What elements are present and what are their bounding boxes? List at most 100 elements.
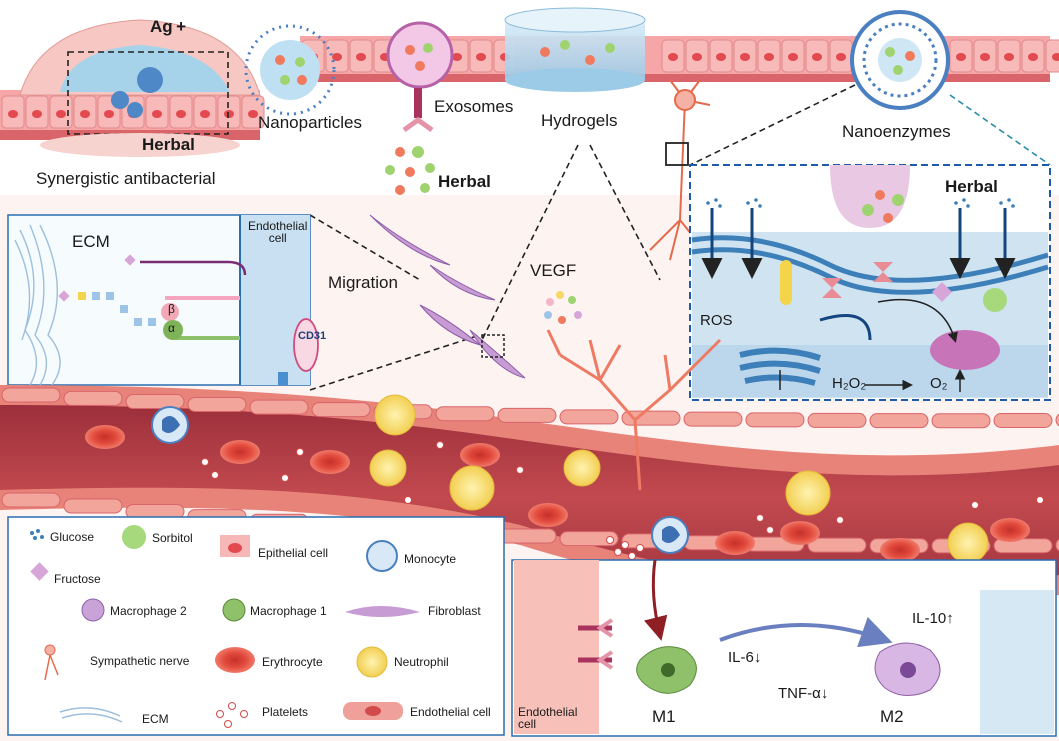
legend-glucose-label: Glucose xyxy=(50,530,95,544)
epithelial-nucleus xyxy=(836,53,846,61)
epithelial-nucleus xyxy=(668,53,678,61)
bacterium xyxy=(137,67,163,93)
glucose-dot xyxy=(758,204,762,208)
cd31-marker xyxy=(293,318,319,372)
epithelial-nucleus xyxy=(716,53,726,61)
platelet xyxy=(436,441,444,449)
legend-monocyte-label: Monocyte xyxy=(404,552,457,566)
epithelial-nucleus xyxy=(1052,53,1059,61)
vessel-wall-cell xyxy=(1055,413,1059,427)
epithelial-nucleus xyxy=(8,110,18,118)
platelet xyxy=(516,466,524,474)
exosomes-label: Exosomes xyxy=(434,97,514,116)
endothelial-cell-label: Endothelial cell xyxy=(248,219,308,245)
tnf-label: TNF-α↓ xyxy=(778,685,829,702)
vessel-wall-cell xyxy=(311,402,371,418)
legend-panel xyxy=(7,516,505,736)
vessel-wall-cell xyxy=(807,412,867,428)
ros-label: ROS xyxy=(700,312,733,329)
nanoenzyme-icon xyxy=(850,10,950,110)
nanoparticles-label: Nanoparticles xyxy=(258,113,362,132)
erythrocyte xyxy=(715,531,755,555)
epithelial-nucleus xyxy=(764,53,774,61)
bottom-endothelial-label: Endothelial cell xyxy=(518,705,578,731)
legend-fructose-label: Fructose xyxy=(54,572,101,586)
o2-label: O₂ xyxy=(930,375,948,392)
vessel-wall-cell xyxy=(993,412,1053,428)
glycan-chains xyxy=(58,254,288,385)
platelet xyxy=(1036,496,1044,504)
nerve-zoom-box xyxy=(665,142,689,166)
platelet xyxy=(636,544,644,552)
vessel-wall-cell xyxy=(869,413,929,429)
epithelial-cells-left xyxy=(1,95,265,129)
vessel-wall-cell xyxy=(1055,538,1059,552)
vessel-wall-cell xyxy=(683,411,743,427)
epithelial-nucleus xyxy=(332,53,342,61)
epithelial-nucleus xyxy=(32,110,42,118)
platelet xyxy=(756,514,764,522)
platelet xyxy=(296,448,304,456)
herbal-particles-center xyxy=(385,146,435,195)
platelet xyxy=(281,474,289,482)
vessel-wall-cell xyxy=(1,387,61,403)
vessel-wall-cell xyxy=(249,399,309,415)
glucose-dot xyxy=(706,201,710,205)
platelet xyxy=(628,552,636,560)
glucose-dot xyxy=(754,198,758,202)
glucose-dot xyxy=(1011,204,1015,208)
platelet xyxy=(201,458,209,466)
erythrocyte xyxy=(780,521,820,545)
beta-subunit-label: β xyxy=(168,302,175,316)
vessel-wall-cell xyxy=(1,492,61,508)
synergistic-label: Synergistic antibacterial xyxy=(36,169,216,188)
legend-icons xyxy=(30,525,420,728)
epithelial-nucleus xyxy=(224,110,234,118)
vessel-wall-cell xyxy=(497,407,557,423)
il6-label: IL-6↓ xyxy=(728,649,762,666)
migration-label: Migration xyxy=(328,273,398,292)
fibroblast-zoom-box xyxy=(481,334,505,358)
glucose-dot xyxy=(1007,198,1011,202)
erythrocyte xyxy=(85,425,125,449)
vessel-wall-cell xyxy=(497,528,557,544)
vessel-wall-cell xyxy=(125,394,185,410)
herbal-left-label: Herbal xyxy=(142,135,195,154)
vessel-wall-cell xyxy=(559,409,619,425)
platelet xyxy=(766,526,774,534)
h2o2-label: H₂O₂ xyxy=(832,375,867,392)
glucose-dot xyxy=(714,198,718,202)
erythrocytes xyxy=(85,425,1030,562)
platelet xyxy=(836,516,844,524)
exosome-icon xyxy=(386,21,454,133)
hydrogels-label: Hydrogels xyxy=(541,111,618,130)
vessel-wall-cell xyxy=(559,531,619,547)
m2-label: M2 xyxy=(880,707,904,726)
glucose-dot xyxy=(718,204,722,208)
neutrophils xyxy=(369,394,989,564)
ecm-fibers xyxy=(14,224,61,386)
vessel-wall-cell xyxy=(435,406,495,422)
neuron-body xyxy=(674,89,696,111)
glucose-dot xyxy=(954,201,958,205)
alpha-subunit-label: α xyxy=(168,321,175,335)
vessel-wall-cell xyxy=(931,413,991,429)
epithelial-nucleus xyxy=(1004,53,1014,61)
wound-base xyxy=(40,133,240,157)
epithelial-nucleus xyxy=(248,110,258,118)
vessel-wall-cell xyxy=(807,537,867,553)
il10-label: IL-10↑ xyxy=(912,610,954,627)
inset-herbal-particles xyxy=(862,190,904,223)
vessel-wall-cell xyxy=(63,498,123,514)
glucose-dot xyxy=(746,201,750,205)
erythrocyte xyxy=(880,538,920,562)
epithelial-nucleus xyxy=(152,110,162,118)
platelet xyxy=(614,548,622,556)
epithelial-nucleus xyxy=(812,53,822,61)
glucose-dot xyxy=(999,201,1003,205)
m1-label: M1 xyxy=(652,707,676,726)
macrophage-panel xyxy=(511,559,1057,737)
legend-sympathetic-label: Sympathetic nerve xyxy=(90,654,190,668)
